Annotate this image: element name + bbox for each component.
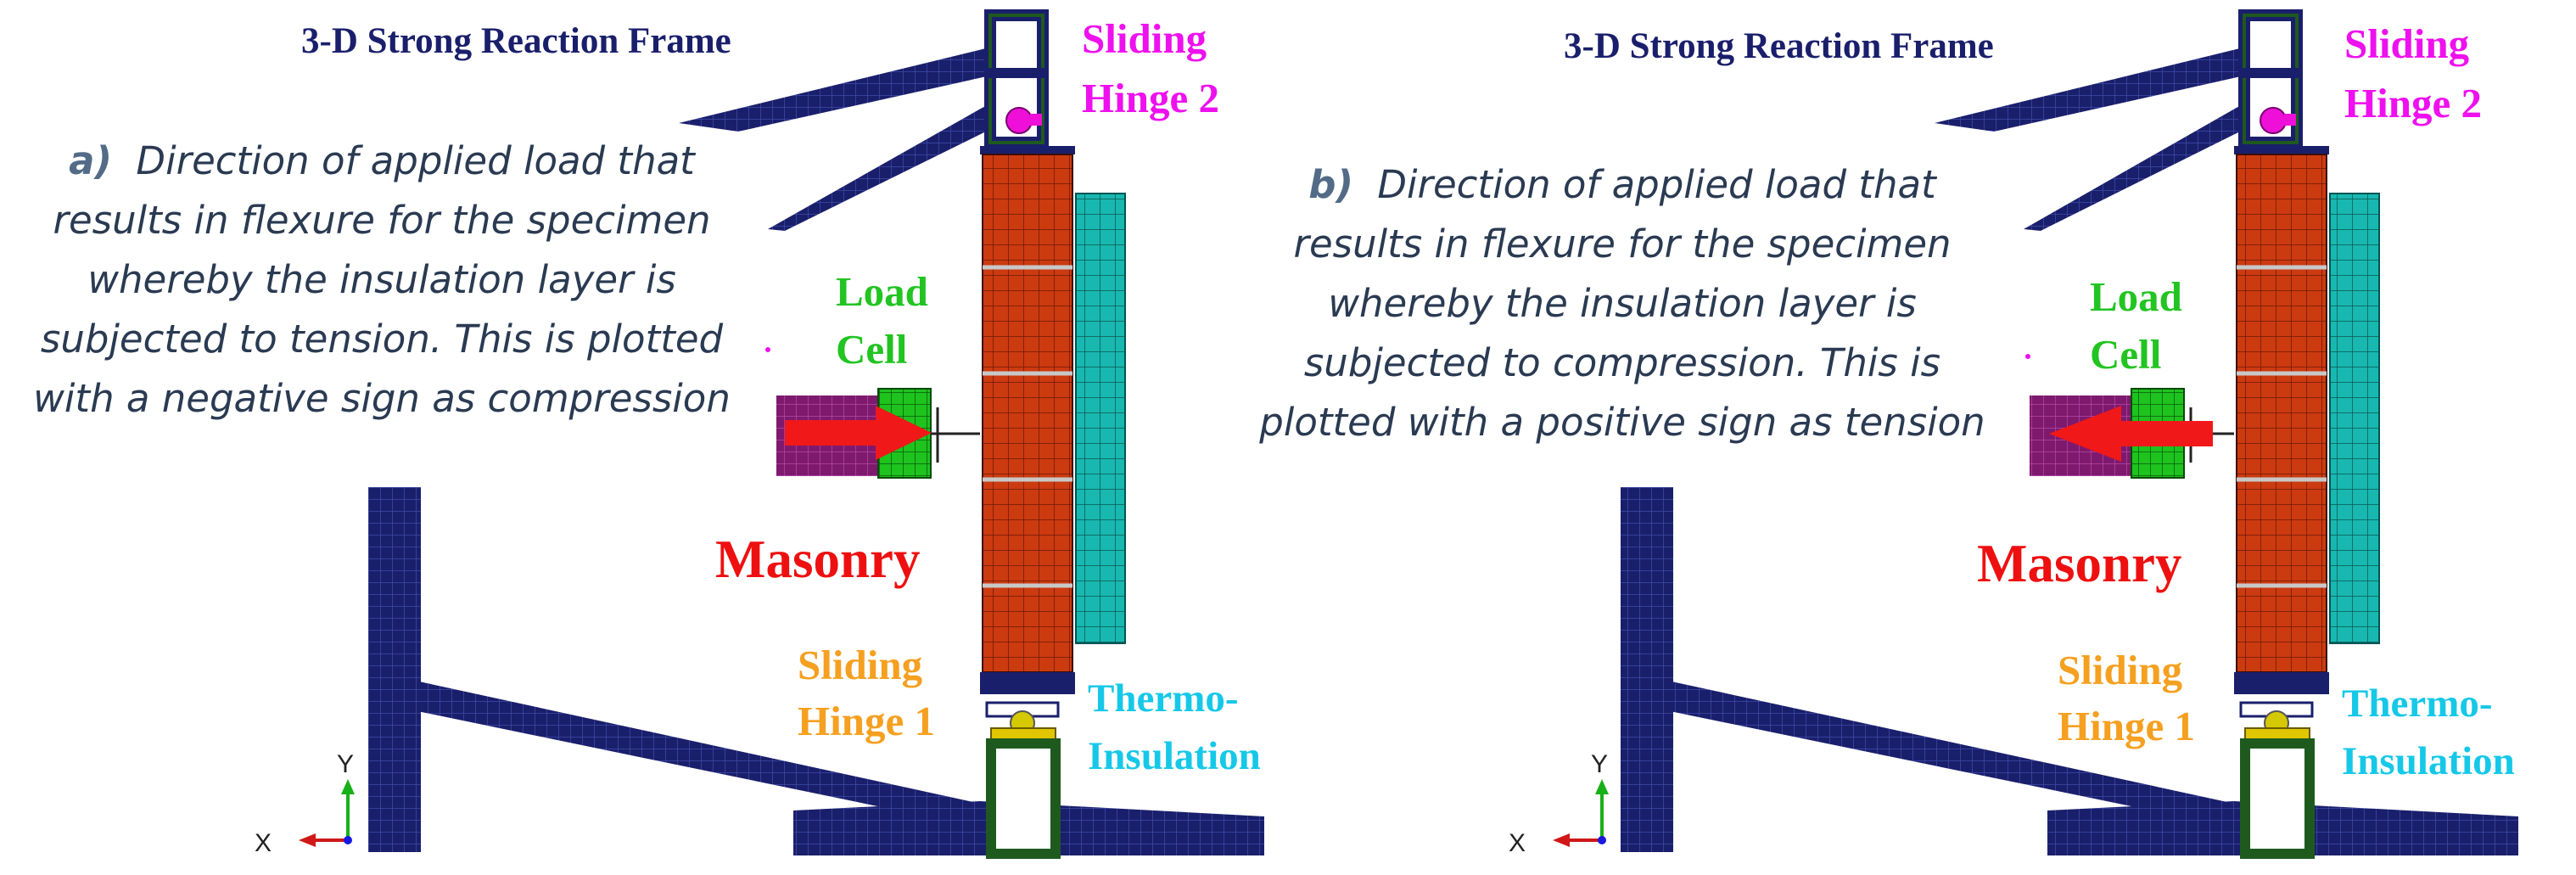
insulation-label-line2: Insulation (2342, 739, 2515, 783)
svg-text:b) Direction of applie: b) Direction of applied load that (1308, 162, 1938, 207)
hinge-2-label-line2: Hinge 2 (1082, 75, 1219, 121)
sliding-hinge-2 (984, 9, 1049, 149)
sliding-hinge-1 (985, 701, 1061, 859)
panel-b: Y X 3-D Strong Reaction Frame Sliding Hi… (1258, 9, 2518, 859)
masonry-label: Masonry (715, 530, 920, 589)
frame-label: 3-D Strong Reaction Frame (1564, 26, 1994, 66)
frame-top-brace-upper (1935, 47, 2248, 132)
axis-x-label: X (1509, 829, 1526, 857)
hinge-2-ball (2260, 107, 2287, 134)
component-labels: 3-D Strong Reaction Frame Sliding Hinge … (301, 15, 1261, 778)
sliding-hinge-1 (2239, 701, 2315, 859)
load-cell-label-line2: Cell (2090, 331, 2161, 378)
caption-line: Direction of applied load that (1377, 162, 1938, 207)
caption-line: with a negative sign as compression (33, 376, 731, 421)
caption-letter: a) (69, 138, 112, 183)
caption-line: Direction of applied load that (136, 138, 697, 183)
hinge-2-label-line2: Hinge 2 (2344, 80, 2482, 126)
hinge-1-label-line2: Hinge 1 (798, 698, 935, 744)
thermo-insulation-layer (2329, 193, 2380, 644)
axis-y-label: Y (337, 750, 354, 778)
caption-line: results in flexure for the specimen (53, 198, 710, 243)
caption-line: subjected to compression. This is (1304, 340, 1940, 385)
thermo-insulation-layer (1075, 193, 1126, 644)
hinge-2-ball (1005, 107, 1033, 134)
caption-line: results in flexure for the specimen (1293, 222, 1951, 266)
frame-top-brace-lower (768, 102, 994, 231)
frame-diagonal-brace (1621, 670, 2247, 830)
load-cell-label-line1: Load (2090, 273, 2182, 320)
load-cell-label-line2: Cell (836, 326, 907, 373)
svg-text:a) Direction of applie: a) Direction of applied load that (69, 138, 697, 183)
caption-line: plotted with a positive sign as tension (1258, 400, 1985, 445)
hinge-1-label-line2: Hinge 1 (2058, 703, 2195, 749)
component-labels: 3-D Strong Reaction Frame Sliding Hinge … (1564, 20, 2515, 783)
mortar-joints (2237, 265, 2327, 588)
coordinate-axes: Y X (255, 750, 355, 857)
frame-top-brace-upper (679, 47, 994, 132)
caption-line: subjected to tension. This is plotted (41, 317, 724, 362)
sliding-hinge-2 (2238, 9, 2303, 149)
caption-a: a) Direction of applied load that result… (33, 138, 731, 421)
hinge-1-label-line1: Sliding (798, 642, 923, 688)
frame-column (1621, 487, 1673, 852)
masonry-label: Masonry (1977, 534, 2181, 593)
insulation-label-line1: Thermo- (2342, 681, 2493, 726)
caption-b: b) Direction of applied load that result… (1258, 162, 1985, 445)
hinge-1-label-line1: Sliding (2058, 647, 2183, 693)
caption-line: whereby the insulation layer is (87, 257, 676, 302)
caption-letter: b) (1308, 162, 1353, 207)
hinge-2-label-line1: Sliding (2344, 20, 2470, 67)
marker-dot (765, 347, 770, 352)
masonry-wall (980, 146, 1075, 694)
masonry-wall (2234, 146, 2329, 694)
frame-diagonal-brace (368, 670, 993, 830)
caption-line: whereby the insulation layer is (1328, 281, 1917, 326)
load-arrow-toward-wall (785, 406, 932, 460)
mortar-joints (983, 265, 1072, 588)
hinge-2-label-line1: Sliding (1082, 15, 1207, 62)
axis-x-label: X (255, 829, 272, 857)
marker-dot (2025, 354, 2030, 359)
coordinate-axes: Y X (1509, 750, 1609, 857)
frame-column (368, 487, 421, 852)
load-cell-label-line1: Load (836, 268, 928, 315)
insulation-label-line2: Insulation (1088, 734, 1261, 778)
insulation-label-line1: Thermo- (1088, 676, 1239, 721)
load-arrow-away-from-wall (2049, 406, 2213, 462)
panel-a: Y X 3-D Strong Reaction Frame Sliding Hi… (33, 9, 1264, 859)
axis-y-label: Y (1591, 750, 1608, 778)
frame-top-brace-lower (2024, 102, 2248, 231)
frame-label: 3-D Strong Reaction Frame (301, 21, 731, 61)
